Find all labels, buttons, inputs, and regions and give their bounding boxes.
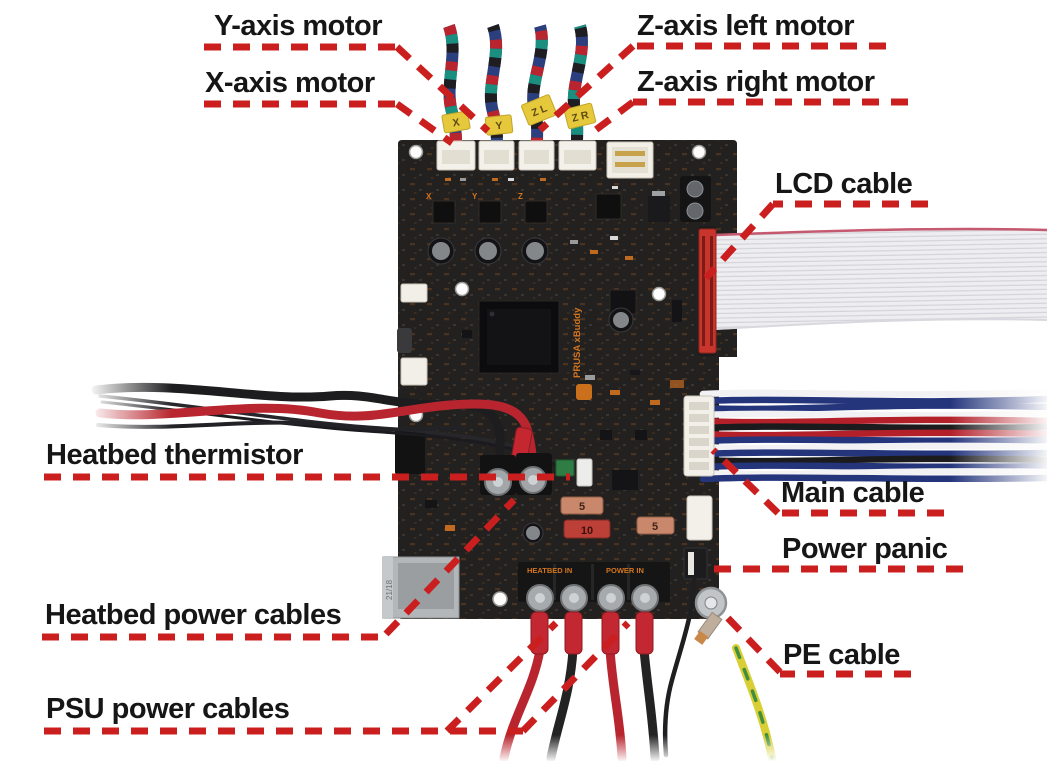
main-bundle-fade bbox=[950, 384, 1047, 486]
callout-label-lcd-cable: LCD cable bbox=[775, 168, 913, 200]
driver-mark-y: Y bbox=[472, 192, 478, 201]
mosfet bbox=[648, 191, 670, 222]
stepper-driver-chips bbox=[432, 193, 622, 224]
heatbed-power-cable-black bbox=[91, 382, 505, 477]
x-axis-motor-leader bbox=[394, 101, 455, 146]
aux-box-connector bbox=[606, 141, 654, 179]
fuse-5a-right: 5 bbox=[636, 516, 675, 535]
main-cable-connector bbox=[683, 395, 715, 477]
lcd-connector bbox=[698, 226, 717, 356]
heatbed-power-leader bbox=[383, 497, 517, 637]
z-axis-left-leader bbox=[537, 43, 636, 133]
mounting-holes bbox=[408, 144, 707, 607]
left-cable-fade bbox=[88, 372, 172, 444]
callout-lines bbox=[42, 42, 963, 735]
callout-label-y-axis-motor: Y-axis motor bbox=[214, 10, 383, 42]
driver-mark-x: X bbox=[426, 192, 432, 201]
callout-label-z-axis-right-motor: Z-axis right motor bbox=[637, 66, 875, 98]
aux-connector-right bbox=[686, 495, 713, 541]
callout-label-psu-power-cables: PSU power cables bbox=[46, 693, 290, 725]
heatbed-in-silkscreen: HEATBED IN bbox=[527, 566, 572, 575]
x-motor-connector bbox=[436, 140, 476, 171]
y-axis-motor-leader bbox=[394, 44, 491, 134]
z-right-motor-connector bbox=[558, 140, 597, 171]
z-left-motor-cable bbox=[527, 24, 548, 143]
ethernet-jack: 21/18 bbox=[382, 556, 460, 619]
callout-label-heatbed-power-cables: Heatbed power cables bbox=[45, 599, 342, 631]
tag-x: X bbox=[441, 110, 471, 134]
driver-mark-z: Z bbox=[518, 192, 523, 201]
lcd-ribbon-cable bbox=[715, 227, 1047, 330]
fuse-10a: 10 bbox=[563, 519, 611, 539]
psu-terminal-block: HEATBED IN POWER IN bbox=[518, 562, 670, 602]
power-panic-connector bbox=[683, 547, 708, 580]
x-motor-cable bbox=[443, 24, 462, 143]
fuse-10a-label: 10 bbox=[581, 525, 593, 537]
z-axis-right-leader bbox=[586, 99, 636, 138]
psu-ring-terminals bbox=[526, 584, 659, 655]
bottom-cable-fade bbox=[480, 735, 790, 761]
prusa-logo bbox=[576, 384, 592, 400]
fuse-5a-right-label: 5 bbox=[652, 521, 658, 533]
buzzer-jack bbox=[680, 176, 711, 222]
left-edge-connectors bbox=[395, 283, 428, 474]
fuses: 5 10 5 bbox=[560, 496, 675, 539]
ethernet-marking: 21/18 bbox=[385, 579, 394, 600]
pe-ring-terminal bbox=[694, 586, 728, 645]
psu-power-leader-2 bbox=[520, 620, 631, 734]
callout-label-x-axis-motor: X-axis motor bbox=[205, 67, 375, 99]
tag-y: Y bbox=[484, 114, 514, 136]
svg-text:Z R: Z R bbox=[571, 109, 591, 125]
y-motor-connector bbox=[478, 140, 515, 171]
callout-label-heatbed-thermistor: Heatbed thermistor bbox=[46, 439, 303, 471]
callout-label-z-axis-left-motor: Z-axis left motor bbox=[637, 10, 855, 42]
driver-silkscreen-marks: X Y Z bbox=[426, 192, 523, 201]
brand-silkscreen: PRUSA xBuddy bbox=[572, 307, 583, 378]
psu-power-leader-1 bbox=[444, 620, 559, 734]
mcu-chip bbox=[478, 300, 560, 374]
callout-label-pe-cable: PE cable bbox=[783, 639, 900, 671]
tag-z-right: Z R bbox=[563, 102, 597, 130]
z-left-motor-connector bbox=[518, 140, 555, 171]
xbuddy-board: X Y Z PRUSA xBuddy bbox=[382, 140, 737, 619]
heatbed-thermistor-connector bbox=[555, 458, 593, 487]
power-in-silkscreen: POWER IN bbox=[606, 566, 644, 575]
fuse-5a-left: 5 bbox=[560, 496, 604, 515]
pe-cable-leader bbox=[720, 610, 783, 675]
tag-z-left: Z L bbox=[521, 94, 557, 126]
main-cable-leader bbox=[710, 447, 781, 516]
motor-connectors bbox=[436, 140, 597, 171]
capacitors bbox=[427, 237, 634, 544]
svg-text:X: X bbox=[452, 116, 461, 129]
callout-label-main-cable: Main cable bbox=[781, 477, 925, 509]
red-crimp-sleeves bbox=[530, 611, 654, 655]
power-panic-wire bbox=[662, 576, 697, 758]
smd-components bbox=[425, 178, 684, 531]
svg-text:Y: Y bbox=[495, 120, 503, 133]
svg-text:Z L: Z L bbox=[530, 102, 550, 119]
callout-label-power-panic: Power panic bbox=[782, 533, 948, 565]
fuse-5a-left-label: 5 bbox=[579, 501, 585, 513]
lcd-cable-leader bbox=[703, 201, 776, 281]
